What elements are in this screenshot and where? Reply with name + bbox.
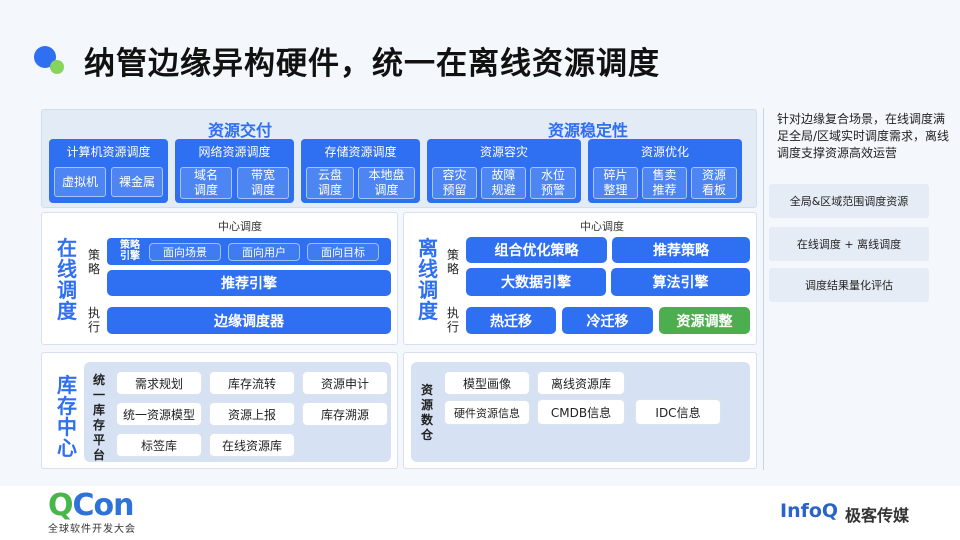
group-disaster-title: 资源容灾 [479, 144, 528, 159]
online-vertical-title: 在线调度 [57, 236, 77, 323]
group-storage: 存储资源调度 云盘 调度 本地盘 调度 [301, 139, 420, 203]
group-optimize-title: 资源优化 [640, 144, 689, 159]
offline-hot-migration: 热迁移 [466, 307, 556, 334]
offline-algo-engine: 算法引擎 [611, 268, 750, 296]
group-disaster-item: 水位 预警 [530, 167, 576, 199]
slide-title: 纳管边缘异构硬件，统一在离线资源调度 [84, 46, 660, 82]
group-storage-title: 存储资源调度 [324, 144, 397, 159]
notes-text: 针对边缘复合场景，在线调度满足全局/区域实时调度需求，离线调度支撑资源高效运营 [777, 112, 950, 160]
group-network-item: 域名 调度 [180, 167, 232, 199]
inventory-item: 标签库 [116, 433, 202, 457]
offline-exec-label: 执行 [446, 306, 459, 334]
qcon-subtitle: 全球软件开发大会 [48, 524, 136, 535]
offline-combo-strategy: 组合优化策略 [466, 237, 607, 263]
offline-resource-adjust: 资源调整 [659, 307, 750, 334]
online-target-chip: 面向用户 [228, 243, 300, 261]
online-exec-label: 执行 [87, 306, 100, 334]
online-target-chip: 面向目标 [307, 243, 379, 261]
group-optimize-item: 资源 看板 [691, 167, 737, 199]
stability-header: 资源稳定性 [547, 121, 628, 140]
group-network-title: 网络资源调度 [198, 144, 271, 159]
online-target-chip: 面向场景 [149, 243, 221, 261]
group-storage-item: 本地盘 调度 [358, 167, 415, 199]
warehouse-item: 离线资源库 [537, 371, 625, 395]
group-optimize: 资源优化 碎片 整理 售卖 推荐 资源 看板 [588, 139, 742, 203]
warehouse-item: IDC信息 [635, 399, 721, 425]
inventory-item: 资源申计 [302, 371, 388, 395]
group-network-item: 带宽 调度 [237, 167, 289, 199]
group-compute-item: 虚拟机 [54, 167, 106, 197]
infoq-logo-cn: 极客传媒 [845, 506, 910, 525]
offline-center-label: 中心调度 [580, 220, 624, 233]
offline-vertical-title: 离线调度 [418, 236, 438, 323]
inventory-item: 库存流转 [209, 371, 295, 395]
group-disaster-item: 容灾 预留 [432, 167, 477, 199]
offline-bigdata-engine: 大数据引擎 [466, 268, 606, 296]
inventory-item: 需求规划 [116, 371, 202, 395]
note-box: 调度结果量化评估 [769, 268, 929, 302]
inventory-item: 资源上报 [209, 402, 295, 426]
warehouse-vertical-title: 资源数仓 [420, 383, 433, 442]
group-disaster-item: 故障 规避 [481, 167, 526, 199]
qcon-logo: QCon [48, 488, 134, 523]
note-box: 在线调度 + 离线调度 [769, 227, 929, 261]
infoq-logo: InfoQ [780, 500, 839, 522]
group-optimize-item: 售卖 推荐 [642, 167, 687, 199]
footer [0, 486, 960, 540]
group-network: 网络资源调度 域名 调度 带宽 调度 [175, 139, 294, 203]
online-recommend-engine: 推荐引擎 [107, 270, 391, 296]
offline-recommend-strategy: 推荐策略 [612, 237, 750, 263]
delivery-header: 资源交付 [207, 121, 272, 140]
online-strategy-label: 策略 [87, 248, 100, 276]
offline-cold-migration: 冷迁移 [562, 307, 653, 334]
inventory-item: 库存溯源 [302, 402, 388, 426]
group-compute-title: 计算机资源调度 [66, 144, 151, 159]
offline-strategy-label: 策略 [446, 248, 459, 276]
group-storage-item: 云盘 调度 [306, 167, 354, 199]
warehouse-item: 模型画像 [444, 371, 530, 395]
note-box: 全局&区域范围调度资源 [769, 184, 929, 218]
group-compute-item: 裸金属 [111, 167, 163, 197]
inventory-platform-label: 统一库存平台 [92, 373, 105, 462]
online-engine-tag: 策略 引擎 [120, 240, 140, 262]
title-dot-green-icon [50, 60, 64, 74]
warehouse-item: CMDB信息 [537, 399, 625, 425]
group-optimize-item: 碎片 整理 [593, 167, 638, 199]
notes-divider [763, 108, 764, 470]
online-center-label: 中心调度 [218, 220, 262, 233]
inventory-item: 统一资源模型 [116, 402, 202, 426]
qcon-logo-rest: Con [72, 488, 135, 523]
group-disaster: 资源容灾 容灾 预留 故障 规避 水位 预警 [427, 139, 581, 203]
warehouse-item: 硬件资源信息 [444, 400, 530, 425]
inventory-vertical-title: 库存中心 [57, 373, 77, 460]
group-compute: 计算机资源调度 虚拟机 裸金属 [49, 139, 168, 203]
inventory-item: 在线资源库 [209, 433, 295, 457]
qcon-logo-q: Q [48, 488, 73, 523]
online-edge-scheduler: 边缘调度器 [107, 307, 391, 334]
